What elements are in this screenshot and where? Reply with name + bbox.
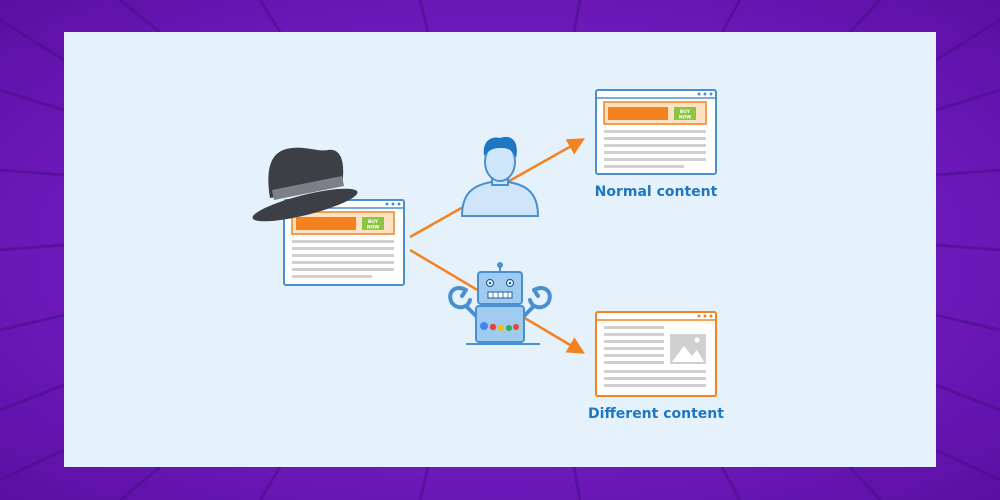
buy-now-text-line1: BUY [368,219,379,225]
orange-banner-bar [296,217,356,230]
image-placeholder-icon [670,334,706,364]
buy-now-text-line2: NOW [367,225,380,231]
robot-dot-yellow [498,325,504,331]
normal-content-label: Normal content [595,184,718,200]
different-content-label: Different content [588,406,724,422]
robot-dot-red [489,323,497,331]
buy-now-text-line2: NOW [679,115,692,121]
orange-banner-bar [608,107,668,120]
source-browser-window: BUY NOW [283,199,405,286]
robot-icon [448,262,552,345]
robot-dot-red-2 [513,324,519,330]
black-hat-icon [252,147,358,222]
robot-dot-green [506,325,512,331]
normal-content-browser: BUY NOW [595,89,717,175]
different-content-browser [595,311,717,397]
robot-dot-blue [480,322,488,330]
buy-now-button [362,217,384,230]
content-panel [64,32,936,467]
buy-now-button [674,107,696,120]
person-icon [460,136,540,217]
buy-now-text-line1: BUY [680,109,691,115]
